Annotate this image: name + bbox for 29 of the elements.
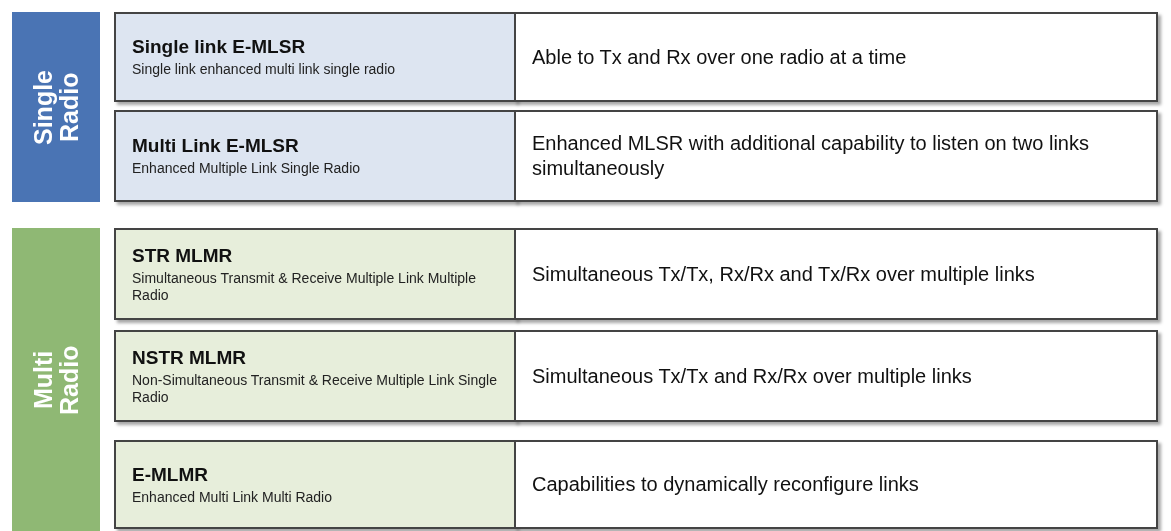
mode-full-name: Enhanced Multi Link Multi Radio bbox=[132, 488, 333, 506]
capability-text: Able to Tx and Rx over one radio at a time bbox=[532, 44, 907, 70]
mode-full-name: Single link enhanced multi link single radio bbox=[132, 61, 397, 78]
capability-text: Simultaneous Tx/Tx, Rx/Rx and Tx/Rx over multiple links bbox=[532, 261, 1035, 287]
capability-cell bbox=[514, 228, 1158, 320]
capability-cell bbox=[514, 330, 1158, 422]
mode-name: NSTR MLMR bbox=[132, 346, 247, 369]
mode-full-name: Simultaneous Transmit & Receive Multiple Link Multiple Radio bbox=[132, 269, 477, 304]
mode-name: Multi Link E-MLSR bbox=[132, 135, 300, 157]
category-band bbox=[12, 12, 100, 202]
category-label: Single Radio bbox=[30, 68, 82, 147]
mode-full-name: Enhanced Multiple Link Single Radio bbox=[132, 160, 362, 177]
mode-cell bbox=[114, 330, 516, 422]
mode-cell bbox=[114, 110, 516, 202]
capability-cell bbox=[514, 12, 1158, 102]
mode-cell bbox=[114, 12, 516, 102]
mode-cell bbox=[114, 228, 516, 320]
capability-cell bbox=[514, 110, 1158, 202]
capability-text: Simultaneous Tx/Tx and Rx/Rx over multiple links bbox=[532, 363, 972, 389]
category-band bbox=[12, 228, 100, 531]
category-label: Multi Radio bbox=[30, 343, 82, 417]
mode-name: Single link E-MLSR bbox=[132, 36, 307, 58]
capability-cell bbox=[514, 440, 1158, 529]
mode-full-name: Non-Simultaneous Transmit & Receive Multiple Link Single Radio bbox=[132, 371, 498, 406]
mode-name: E-MLMR bbox=[132, 463, 209, 486]
mode-name: STR MLMR bbox=[132, 244, 234, 267]
mode-cell bbox=[114, 440, 516, 529]
capability-text: Capabilities to dynamically reconfigure links bbox=[532, 472, 919, 497]
capability-text: Enhanced MLSR with additional capability to listen on two links simultaneously bbox=[532, 131, 1090, 181]
